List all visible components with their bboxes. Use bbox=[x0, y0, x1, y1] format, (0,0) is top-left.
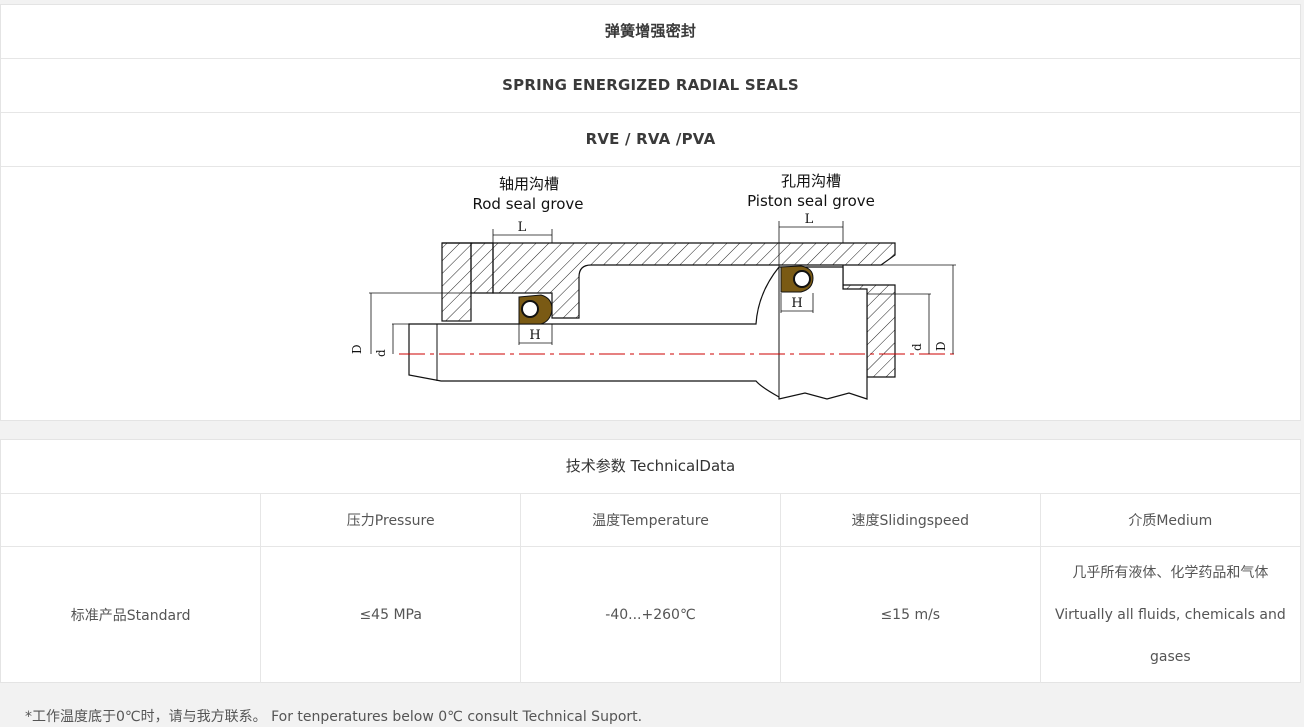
header-pressure: 压力Pressure bbox=[260, 494, 522, 547]
label-D-left: D bbox=[350, 344, 364, 354]
gland-block bbox=[441, 242, 472, 322]
piston-seal bbox=[780, 265, 814, 293]
header-sliding-speed: 速度Slidingspeed bbox=[780, 494, 1041, 547]
rod-seal bbox=[518, 294, 553, 325]
value-temperature: -40...+260℃ bbox=[520, 546, 781, 683]
title-cn: 弹簧增强密封 bbox=[1, 5, 1300, 59]
medium-cn: 几乎所有液体、化学药品和气体 bbox=[1072, 565, 1269, 581]
rod-shaft bbox=[408, 266, 868, 400]
header-temperature: 温度Temperature bbox=[520, 494, 781, 547]
rod-groove-label-en: Rod seal grove bbox=[472, 195, 583, 213]
value-medium: 几乎所有液体、化学药品和气体 Virtually all fluids, che… bbox=[1040, 547, 1300, 684]
label-L-piston: L bbox=[805, 212, 814, 227]
header-blank bbox=[1, 494, 262, 547]
label-d-right: d bbox=[910, 343, 924, 351]
technical-data-table: 压力Pressure 温度Temperature 速度Slidingspeed … bbox=[1, 494, 1300, 683]
seal-info-panel: 弹簧增强密封 SPRING ENERGIZED RADIAL SEALS RVE… bbox=[0, 4, 1301, 421]
table-row: 标准产品Standard ≤45 MPa -40...+260℃ ≤15 m/s… bbox=[1, 546, 1300, 684]
technical-data-title: 技术参数 TechnicalData bbox=[1, 440, 1300, 494]
piston-groove-label-en: Piston seal grove bbox=[747, 192, 875, 210]
title-en: SPRING ENERGIZED RADIAL SEALS bbox=[1, 59, 1300, 113]
row-label-standard: 标准产品Standard bbox=[1, 546, 262, 683]
medium-en: Virtually all fluids, chemicals and gase… bbox=[1054, 607, 1286, 665]
groove-drawing: 轴用沟槽 Rod seal grove 孔用沟槽 Piston seal gro… bbox=[350, 172, 959, 400]
value-speed: ≤15 m/s bbox=[780, 546, 1041, 683]
value-pressure: ≤45 MPa bbox=[260, 546, 522, 683]
header-medium: 介质Medium bbox=[1040, 494, 1300, 547]
label-L-rod: L bbox=[518, 220, 527, 235]
rod-groove-label-cn: 轴用沟槽 bbox=[499, 175, 559, 193]
technical-data-panel: 技术参数 TechnicalData 压力Pressure 温度Temperat… bbox=[0, 439, 1301, 683]
label-H-piston: H bbox=[791, 296, 802, 311]
piston-groove-label-cn: 孔用沟槽 bbox=[781, 172, 841, 190]
title-models: RVE / RVA /PVA bbox=[1, 113, 1300, 167]
gland-inner bbox=[470, 242, 494, 294]
footnote: *工作温度底于0℃时，请与我方联系。 For tenperatures belo… bbox=[25, 709, 643, 725]
label-H-rod: H bbox=[529, 328, 540, 343]
label-d-left: d bbox=[374, 349, 388, 357]
label-D-right: D bbox=[934, 341, 948, 351]
table-header-row: 压力Pressure 温度Temperature 速度Slidingspeed … bbox=[1, 494, 1300, 547]
seal-groove-diagram: 轴用沟槽 Rod seal grove 孔用沟槽 Piston seal gro… bbox=[1, 167, 1300, 421]
